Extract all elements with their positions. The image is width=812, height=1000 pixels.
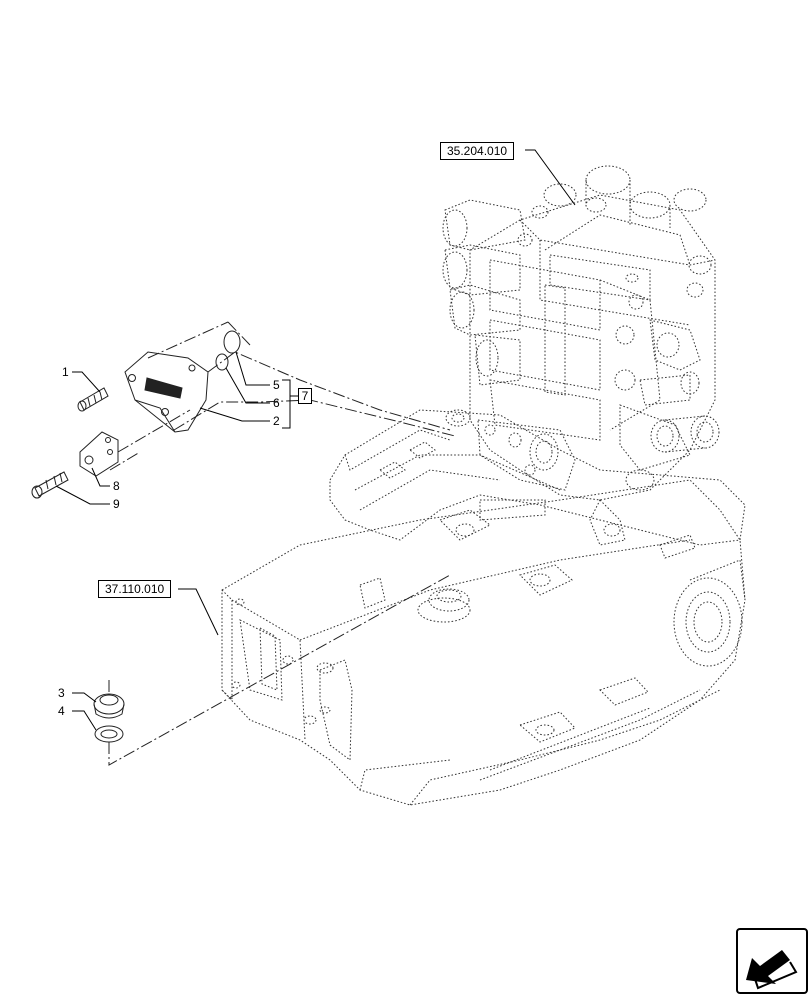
item-number-bracket: 8 (113, 479, 120, 493)
ref-label-valve-group[interactable]: 35.204.010 (440, 142, 515, 160)
leader-lines (55, 149, 576, 731)
previous-page-arrow-icon (746, 950, 798, 990)
plug-part (93, 693, 125, 719)
item-number-o-ring-small: 6 (273, 396, 280, 410)
washer-part (94, 725, 124, 743)
previous-page-button[interactable] (736, 928, 808, 994)
bracket-part (79, 431, 119, 477)
item-number-bracket-bolt: 9 (113, 497, 120, 511)
item-number-kit: 7 (298, 388, 312, 404)
control-valve-assembly (442, 165, 720, 501)
item-number-cover-plate: 2 (273, 414, 280, 428)
cover-plate-part (124, 351, 209, 433)
item-number-plug-washer: 4 (58, 704, 65, 718)
item-number-bolt: 1 (62, 365, 69, 379)
ref-label-casing[interactable]: 37.110.010 (98, 580, 172, 598)
item-number-o-ring-large: 5 (273, 378, 280, 392)
bracket-bolt-part (31, 471, 69, 499)
upper-frame (329, 409, 746, 546)
casing-housing (221, 479, 746, 806)
o-ring-parts (215, 330, 241, 371)
assembly-lines (108, 321, 456, 766)
bolt-part (77, 387, 109, 412)
item-number-plug: 3 (58, 686, 65, 700)
